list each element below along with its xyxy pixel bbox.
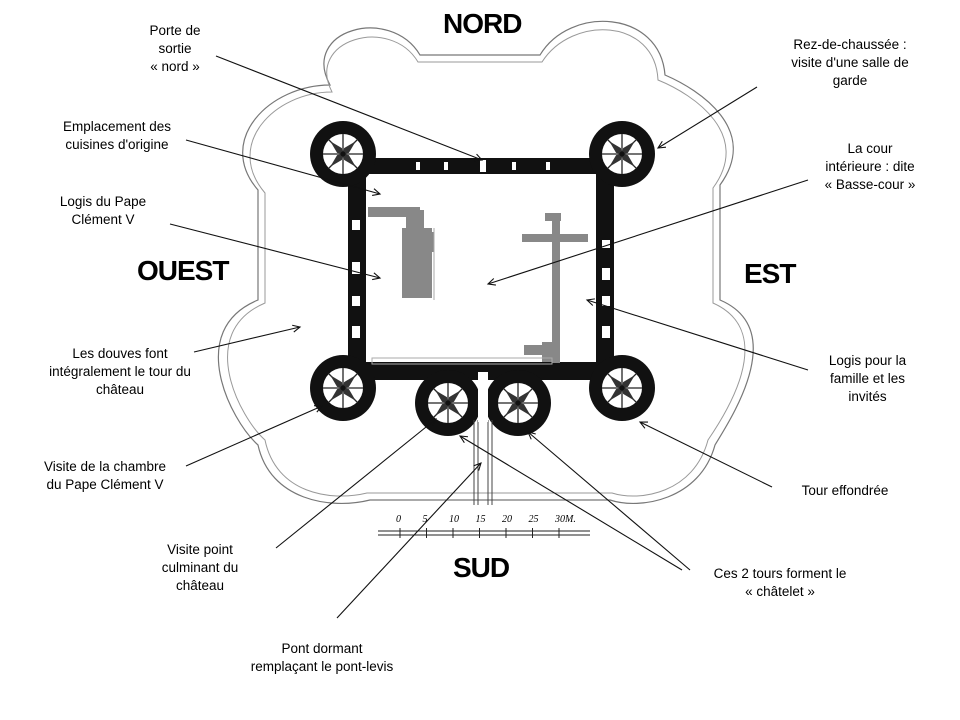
moat-inner-line: [227, 29, 746, 497]
label-line: famille et les: [829, 371, 906, 386]
leader-chatelet-a: [459, 435, 683, 571]
label-line: La cour: [847, 141, 893, 156]
scale-tick-label: 0: [396, 514, 401, 525]
leader-pont-dormant: [336, 462, 482, 619]
label-line: sortie: [158, 41, 192, 56]
leader-rez-de-chaussee: [657, 86, 758, 149]
label-point-culminant: Visite point culminant du château: [140, 541, 260, 595]
scale-tick-label: 25: [528, 514, 539, 525]
label-line: « châtelet »: [745, 584, 815, 599]
label-pont-dormant: Pont dormant remplaçant le pont-levis: [222, 640, 422, 676]
leader-logis-famille-arrowhead: [585, 298, 595, 306]
scale-tick-label: 20: [502, 514, 512, 525]
leader-porte-sortie-arrowhead: [473, 153, 484, 162]
leader-chatelet-b-arrowhead: [527, 431, 536, 440]
gate-passage: [478, 372, 488, 422]
label-line: Visite de la chambre: [43, 459, 167, 474]
scale-bar: [378, 528, 590, 538]
label-line: Logis du Pape: [59, 194, 147, 209]
annotation-leaders: [169, 55, 809, 619]
label-line: « nord »: [150, 59, 200, 74]
label-line: Visite point: [167, 542, 233, 557]
scale-tick-label: 30M.: [555, 514, 576, 525]
tower-gate-w-vault: [428, 383, 468, 423]
direction-east: EST: [744, 258, 796, 289]
leader-chatelet-a-arrowhead: [458, 435, 469, 444]
label-line: intérieure : dite: [825, 159, 915, 174]
tower-ne-vault: [602, 134, 642, 174]
leader-logis-pape-arrowhead: [372, 272, 382, 281]
label-line: château: [95, 382, 145, 397]
leader-logis-pape: [169, 223, 381, 279]
leader-point-culminant-arrowhead: [428, 418, 437, 427]
leader-pont-dormant-arrowhead: [473, 462, 482, 471]
leader-cour: [487, 179, 809, 285]
interior-buildings: [368, 207, 588, 363]
scale-tick-label: 5: [422, 514, 428, 525]
leader-rez-de-chaussee-arrowhead: [656, 140, 667, 149]
leader-cuisines-arrowhead: [372, 188, 382, 196]
leader-point-culminant: [275, 418, 437, 549]
tower-nw-vault: [323, 134, 363, 174]
label-line: Rez-de-chaussée :: [793, 37, 907, 52]
curtain-walls: [348, 158, 614, 380]
tower-sw-vault: [323, 368, 363, 408]
label-chatelet: Ces 2 tours forment le « châtelet »: [690, 565, 870, 601]
label-line: visite d'une salle de: [791, 55, 909, 70]
direction-south: SUD: [453, 552, 510, 583]
label-line: cuisines d'origine: [65, 137, 169, 152]
label-cuisines: Emplacement des cuisines d'origine: [42, 118, 192, 154]
label-rez-de-chaussee: Rez-de-chaussée : visite d'une salle de …: [760, 36, 940, 90]
label-cour: La cour intérieure : dite « Basse-cour »: [795, 140, 945, 194]
label-logis-famille: Logis pour la famille et les invités: [795, 352, 940, 406]
label-tour-effondree: Tour effondrée: [785, 482, 905, 500]
direction-north: NORD: [443, 8, 522, 39]
label-douves: Les douves font intégralement le tour du…: [10, 345, 230, 399]
tower-vault-patterns: [323, 134, 642, 423]
label-line: château: [175, 578, 225, 593]
label-line: Clément V: [71, 212, 135, 227]
label-line: intégralement le tour du: [49, 364, 191, 379]
label-line: Emplacement des: [62, 119, 172, 134]
leader-cuisines: [185, 139, 381, 195]
label-line: Tour effondrée: [801, 483, 889, 498]
label-logis-pape: Logis du Pape Clément V: [28, 193, 178, 229]
label-porte-sortie: Porte de sortie « nord »: [115, 22, 235, 76]
tower-gate-e-vault: [498, 383, 538, 423]
leader-porte-sortie: [215, 55, 483, 161]
leader-douves: [193, 326, 301, 353]
scale-tick-label: 10: [449, 514, 459, 525]
label-line: Ces 2 tours forment le: [713, 566, 847, 581]
label-line: remplaçant le pont-levis: [250, 659, 394, 674]
leader-tour-effondree-arrowhead: [638, 421, 649, 429]
direction-west: OUEST: [137, 255, 229, 286]
scale-tick-label: 15: [475, 514, 486, 525]
pont-dormant-bridge: [473, 420, 493, 505]
leader-chambre-pape-arrowhead: [313, 405, 324, 413]
leader-cour-arrowhead: [486, 278, 497, 286]
leader-chambre-pape: [185, 405, 323, 467]
tower-se-vault: [602, 368, 642, 408]
label-line: Porte de: [149, 23, 201, 38]
label-line: Pont dormant: [281, 641, 363, 656]
leader-chatelet-b: [527, 431, 691, 571]
leader-douves-arrowhead: [292, 324, 302, 333]
leader-tour-effondree: [639, 421, 773, 488]
wall-openings: [352, 160, 610, 338]
label-line: invités: [848, 389, 887, 404]
interior-light-lines: [371, 228, 553, 365]
moat-outer-line: [217, 20, 754, 505]
label-line: garde: [832, 73, 868, 88]
label-line: Logis pour la: [828, 353, 907, 368]
label-line: du Pape Clément V: [46, 477, 164, 492]
label-line: culminant du: [161, 560, 239, 575]
leader-logis-famille: [586, 299, 809, 371]
label-line: « Basse-cour »: [824, 177, 916, 192]
label-chambre-pape: Visite de la chambre du Pape Clément V: [15, 458, 195, 494]
label-line: Les douves font: [72, 346, 168, 361]
